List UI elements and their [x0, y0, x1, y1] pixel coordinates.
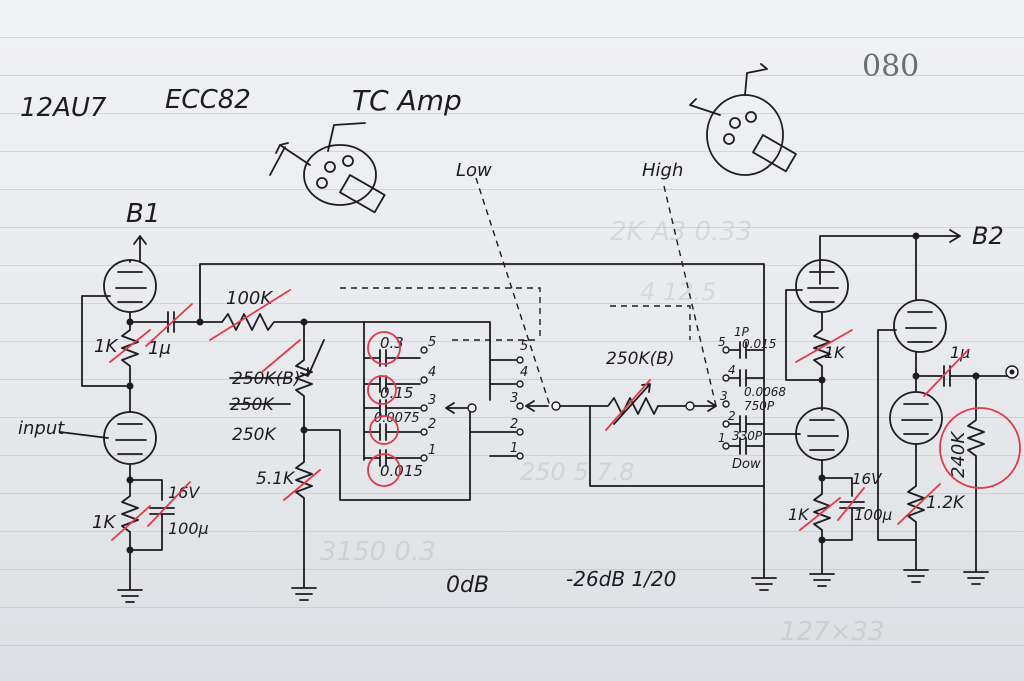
sw3-pos-4: 4 — [728, 363, 736, 377]
page-number: 080 — [862, 49, 919, 84]
cap-16v-right-label: 16V — [852, 470, 883, 488]
sw2-pos-3: 3 — [510, 391, 518, 406]
sw1-pos-5: 5 — [428, 335, 436, 350]
gain-26db-label: -26dB 1/20 — [566, 567, 676, 591]
cap-100u-right-label: 100μ — [854, 506, 892, 524]
rotary-switch-icon — [269, 122, 386, 214]
resistor-1k-cathode-label: 1K — [92, 512, 116, 533]
sw2-pos-1: 1 — [510, 441, 518, 456]
sw3-pos-1: 1 — [718, 431, 726, 445]
low-cap-bank — [363, 349, 421, 467]
svg-text:3150 0.3: 3150 0.3 — [320, 537, 436, 567]
sw3-pos-3: 3 — [720, 389, 728, 403]
pot-250kb-label: 250K(B) — [232, 369, 301, 389]
sw1-pos-2: 2 — [428, 417, 436, 432]
resistor-240k-label: 240K — [948, 431, 969, 478]
b2-supply-label: B2 — [972, 222, 1004, 250]
switch-1 — [420, 346, 477, 462]
cap-100u-label: 100μ — [168, 519, 209, 538]
sw2-pos-4: 4 — [520, 365, 528, 380]
cap-0-15-label: 0.15 — [380, 384, 413, 402]
resistor-5-1k-label: 5.1K — [256, 469, 296, 489]
sw1-pos-4: 4 — [428, 365, 436, 380]
svg-text:127×33: 127×33 — [780, 617, 885, 647]
coupling-cap-1u-right-label: 1μ — [950, 343, 970, 362]
input-label: input — [18, 418, 65, 439]
pot-250k-alt-label: 250K — [232, 425, 277, 445]
sw3-pos-2: 2 — [728, 409, 736, 423]
resistor-1k-plate-label: 1K — [94, 336, 118, 357]
sw2-pos-2: 2 — [510, 417, 518, 432]
tube-v2b — [795, 407, 849, 461]
resistor-100k-label: 100K — [226, 288, 273, 309]
rotary-switch-icon — [689, 63, 797, 176]
pot-250kb-mid-label: 250K(B) — [606, 349, 675, 369]
cap-hi-0-0068-label: 0.0068 — [744, 385, 786, 399]
cap-hi-750p-label: 750P — [744, 399, 775, 413]
gain-0db-label: 0dB — [446, 573, 489, 598]
sw1-pos-3: 3 — [428, 393, 436, 408]
cap-0-015-label: 0.015 — [380, 462, 423, 480]
resistor-1k-right-label: 1K — [824, 343, 846, 362]
tube-type-label: 12AU7 — [20, 93, 107, 123]
cap-hi-1p-label: 1P — [734, 325, 750, 339]
cap-0-0075-label: 0.0075 — [374, 411, 420, 426]
tube-v3a — [893, 299, 947, 353]
b1-supply-label: B1 — [126, 199, 160, 229]
tube-v1b — [103, 411, 157, 465]
switch-3 — [722, 341, 765, 455]
coupling-cap-1u-label: 1μ — [148, 338, 171, 359]
sw1-pos-1: 1 — [428, 443, 436, 458]
resistor-1k-right-cathode-label: 1K — [788, 505, 810, 524]
cap-hi-0-015-label: 0.015 — [742, 337, 776, 351]
sw2-pos-5: 5 — [520, 339, 528, 354]
tube-v1a — [103, 259, 157, 313]
cap-hi-330p-label: 330P — [732, 429, 763, 443]
resistor-1-2k-label: 1.2K — [926, 493, 966, 513]
svg-text:2K A3 0.33: 2K A3 0.33 — [610, 217, 752, 247]
low-control-label: Low — [456, 160, 492, 181]
sw3-pos-5: 5 — [718, 335, 726, 349]
switch-2 — [469, 356, 549, 460]
high-control-label: High — [642, 160, 683, 181]
svg-text:4 12.5: 4 12.5 — [640, 278, 716, 306]
svg-text:250 5 7.8: 250 5 7.8 — [520, 458, 635, 486]
schematic-title: TC Amp — [352, 84, 462, 117]
dow-label: Dow — [732, 457, 761, 472]
bleed-through: 2K A3 0.33 4 12.5 250 5 7.8 3150 0.3 127… — [320, 217, 885, 647]
tube-v3b — [889, 391, 943, 445]
tube-alt-label: ECC82 — [165, 85, 251, 115]
pot-250k-struck-label: 250K — [230, 395, 275, 415]
tube-v2a — [795, 259, 849, 313]
